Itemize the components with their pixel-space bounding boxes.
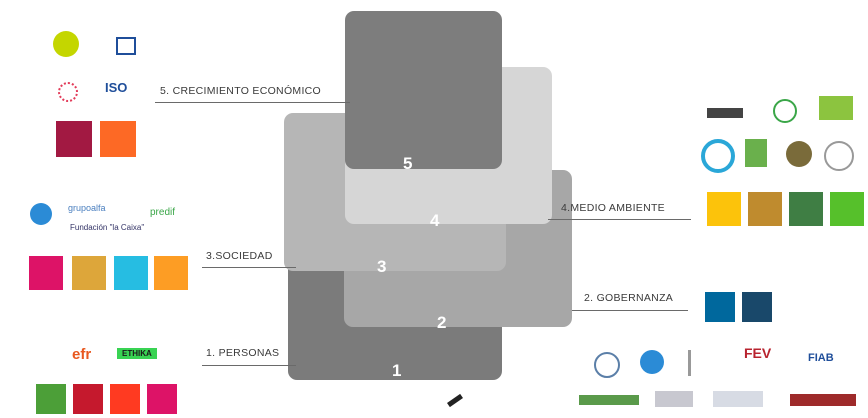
- grupoalfa-logo: grupoalfa: [68, 203, 106, 213]
- level-card-5: [345, 11, 502, 169]
- sdg-personas-4-icon: [147, 384, 177, 414]
- partner-logo-2-icon: [655, 391, 693, 407]
- level-number-5: 5: [403, 154, 413, 173]
- sdg-medio-3-icon: [789, 192, 823, 226]
- line-gobernanza: [572, 310, 688, 311]
- line-sociedad: [202, 267, 296, 268]
- sdg-medio-1-icon: [707, 192, 741, 226]
- certification-logo-icon: [116, 37, 136, 55]
- blue-circle-logo-2-icon: [640, 350, 664, 374]
- label-medio-ambiente: 4.MEDIO AMBIENTE: [561, 202, 665, 214]
- sdg-gobernanza-2-icon: [742, 292, 772, 322]
- green-circle-logo-icon: [53, 31, 79, 57]
- fundacion-logo: Fundación "la Caixa": [70, 223, 145, 232]
- level-number-2: 2: [437, 313, 447, 332]
- sdg-sociedad-4-icon: [154, 256, 188, 290]
- sdg-medio-4-icon: [830, 192, 864, 226]
- sdg-medio-2-icon: [748, 192, 782, 226]
- clover-logo-icon: [773, 99, 797, 123]
- brand-logo-1: [707, 108, 743, 118]
- fiab-logo: FIAB: [808, 352, 834, 364]
- c-logo-icon: [701, 139, 735, 173]
- seal-logo-1-icon: [786, 141, 812, 167]
- line-personas: [202, 365, 296, 366]
- partner-logo-4-icon: [790, 394, 856, 406]
- flower-logo-icon: [58, 82, 78, 102]
- gray-logo-icon: [688, 350, 709, 376]
- partner-logo-1-icon: [579, 395, 639, 405]
- label-gobernanza: 2. GOBERNANZA: [584, 292, 674, 304]
- iso-logo: ISO: [105, 80, 128, 95]
- sdg-sociedad-3-icon: [114, 256, 148, 290]
- line-crecimiento: [155, 102, 350, 103]
- ethika-logo: ETHIKA: [117, 348, 157, 359]
- fev-logo: FEV: [744, 345, 772, 361]
- bird-logo-icon: [447, 393, 463, 408]
- sdg-personas-3-icon: [110, 384, 140, 414]
- sdg-personas-1-icon: [36, 384, 66, 414]
- line-medio-ambiente: [548, 219, 691, 220]
- sdg-crecimiento-2-icon: [100, 121, 136, 157]
- efr-logo: efr: [72, 346, 92, 363]
- label-personas: 1. PERSONAS: [206, 347, 280, 359]
- label-crecimiento: 5. CRECIMIENTO ECONÓMICO: [160, 85, 322, 97]
- label-sociedad: 3.SOCIEDAD: [206, 250, 273, 262]
- blue-circle-logo-icon: [30, 203, 52, 225]
- predif-logo: predif: [150, 207, 176, 218]
- globe-logo-icon: [594, 352, 620, 378]
- level-number-4: 4: [430, 211, 440, 230]
- sdg-crecimiento-1-icon: [56, 121, 92, 157]
- level-number-1: 1: [392, 361, 402, 380]
- sdg-sociedad-1-icon: [29, 256, 63, 290]
- eu-organic-logo-icon: [819, 96, 853, 120]
- sdg-sociedad-2-icon: [72, 256, 106, 290]
- partner-logo-3-icon: [713, 391, 763, 407]
- iso-green-logo-icon: [745, 139, 767, 167]
- level-number-3: 3: [377, 257, 387, 276]
- sdg-personas-2-icon: [73, 384, 103, 414]
- seal-logo-2-icon: [824, 141, 854, 171]
- sdg-gobernanza-1-icon: [705, 292, 735, 322]
